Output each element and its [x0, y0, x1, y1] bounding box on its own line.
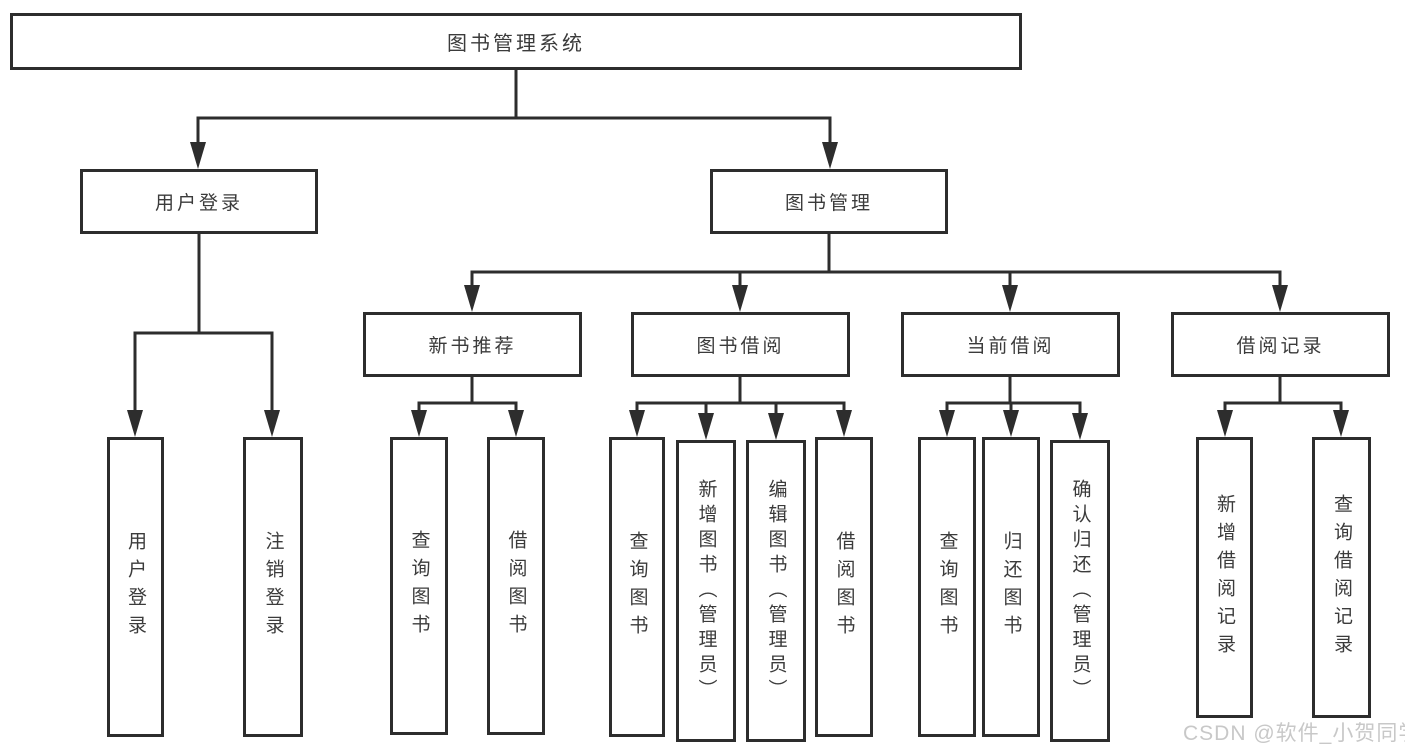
node-book-borrow: 图书借阅	[631, 312, 850, 377]
connector-bookborrow-to-leaves	[629, 375, 852, 440]
leaf-current-query-books: 查询图书	[918, 437, 976, 737]
leaf-newbook-borrow-books: 借阅图书	[487, 437, 545, 735]
leaf-records-query-record: 查询借阅记录	[1312, 437, 1371, 718]
connector-newbook-to-leaves	[411, 375, 524, 437]
leaf-records-add-record: 新增借阅记录	[1196, 437, 1253, 718]
watermark: CSDN @软件_小贺同学	[1183, 722, 1405, 745]
node-root-system: 图书管理系统	[10, 13, 1022, 70]
leaf-logout-login: 注销登录	[243, 437, 303, 737]
leaf-borrow-query-books: 查询图书	[609, 437, 665, 737]
node-new-book-recommend: 新书推荐	[363, 312, 582, 377]
node-book-management: 图书管理	[710, 169, 948, 234]
leaf-newbook-query-books: 查询图书	[390, 437, 448, 735]
node-borrow-records: 借阅记录	[1171, 312, 1390, 377]
leaf-borrow-add-books-admin: 新增图书（管理员）	[676, 440, 736, 742]
leaf-borrow-edit-books-admin: 编辑图书（管理员）	[746, 440, 806, 742]
connector-bookmgmt-to-level3	[464, 232, 1288, 312]
leaf-current-confirm-return-admin: 确认归还（管理员）	[1050, 440, 1110, 742]
connector-root-to-level2	[190, 68, 838, 169]
leaf-current-return-books: 归还图书	[982, 437, 1040, 737]
connector-userlogin-to-leaves	[127, 232, 280, 437]
leaf-user-login: 用户登录	[107, 437, 164, 737]
leaf-borrow-borrow-books: 借阅图书	[815, 437, 873, 737]
node-user-login-group: 用户登录	[80, 169, 318, 234]
node-current-borrow: 当前借阅	[901, 312, 1120, 377]
connector-currentborrow-to-leaves	[939, 375, 1088, 440]
connector-borrowrecords-to-leaves	[1217, 375, 1349, 437]
